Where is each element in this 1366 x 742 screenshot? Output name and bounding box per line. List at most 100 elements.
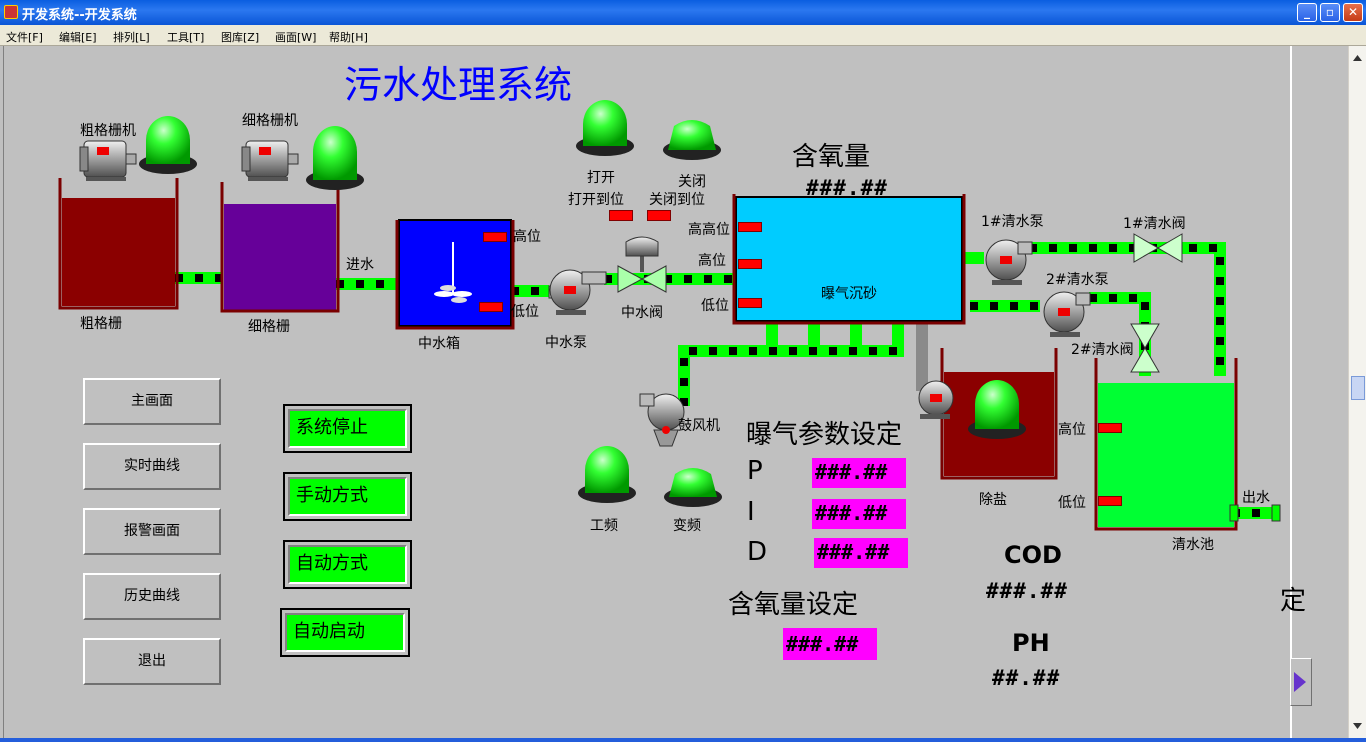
- open-lamp: [576, 100, 634, 156]
- process-diagram: [58, 100, 1281, 531]
- alarm-screen-button[interactable]: 报警画面: [83, 508, 221, 555]
- auto-start-button[interactable]: 自动启动: [280, 608, 410, 657]
- middle-valve: [617, 236, 667, 293]
- close-lamp: [663, 120, 721, 160]
- scroll-thumb[interactable]: [1351, 376, 1365, 400]
- scroll-down-icon: [1353, 723, 1362, 729]
- close-label: 关闭: [678, 174, 706, 190]
- coarse-screen-machine-label: 粗格栅机: [80, 123, 136, 139]
- desalt-pump: [918, 380, 954, 419]
- middle-pump-label: 中水泵: [545, 335, 587, 351]
- i-value-field[interactable]: ###.##: [812, 499, 906, 529]
- oxygen-set-field[interactable]: ###.##: [783, 628, 877, 660]
- middle-tank-high-indicator: [483, 232, 507, 242]
- scada-canvas: 污水处理系统 粗格栅机 细格栅机 粗格栅 细格栅 进水 中水箱 高位 低位 中水…: [3, 46, 1290, 738]
- ph-value: ##.##: [992, 666, 1061, 690]
- clear-pool-label: 清水池: [1172, 537, 1214, 553]
- menu-library[interactable]: 图库[Z]: [221, 31, 260, 44]
- close-position-indicator: [647, 210, 671, 221]
- clear-pump-1-label: 1#清水泵: [981, 214, 1044, 230]
- cod-value: ###.##: [986, 579, 1068, 603]
- p-value-field[interactable]: ###.##: [812, 458, 906, 488]
- clear-pump-2-label: 2#清水泵: [1046, 272, 1109, 288]
- coarse-screen-motor: [79, 140, 137, 181]
- coarse-screen-label: 粗格栅: [80, 316, 122, 332]
- restore-button[interactable]: ▫: [1320, 3, 1340, 22]
- clear-valve-1: [1133, 233, 1183, 263]
- coarse-screen-tank: [58, 178, 179, 310]
- minimize-button[interactable]: _: [1297, 3, 1317, 22]
- scroll-up-icon: [1353, 55, 1362, 61]
- menu-file[interactable]: 文件[F]: [6, 31, 43, 44]
- power-freq-label: 工频: [590, 518, 618, 534]
- open-position-indicator: [609, 210, 633, 221]
- play-arrow-icon: [1294, 672, 1306, 692]
- oxygen-value: ###.##: [806, 176, 888, 200]
- coarse-machine-lamp: [139, 116, 197, 174]
- ph-label: PH: [1012, 629, 1050, 657]
- aeration-high-label: 高位: [698, 253, 726, 269]
- menu-bar: 文件[F] 编辑[E] 排列[L] 工具[T] 图库[Z] 画面[W] 帮助[H…: [0, 25, 1366, 46]
- clear-valve-2: [1130, 323, 1160, 373]
- open-position-label: 打开到位: [568, 192, 624, 208]
- window-title: 开发系统--开发系统: [22, 8, 137, 23]
- blower-icon: [639, 393, 685, 447]
- clear-pool-low-label: 低位: [1058, 495, 1086, 511]
- open-label: 打开: [587, 170, 615, 186]
- middle-tank-low-indicator: [479, 302, 503, 312]
- clear-pool-low-indicator: [1098, 496, 1122, 506]
- middle-tank-low-label: 低位: [511, 304, 539, 320]
- clear-valve-1-label: 1#清水阀: [1123, 216, 1186, 232]
- fine-screen-machine-label: 细格栅机: [242, 113, 298, 129]
- right-panel: 定: [1280, 46, 1348, 738]
- menu-edit[interactable]: 编辑[E]: [59, 31, 97, 44]
- close-position-label: 关闭到位: [649, 192, 705, 208]
- clear-pump-1: [985, 239, 1033, 285]
- exit-button[interactable]: 退出: [83, 638, 221, 685]
- desalt-lamp: [968, 380, 1026, 439]
- right-panel-cut-text: 定: [1280, 586, 1307, 616]
- var-freq-label: 变频: [673, 518, 701, 534]
- manual-mode-label: 手动方式: [288, 477, 407, 516]
- right-panel-arrow-button[interactable]: [1290, 658, 1312, 706]
- aeration-high-indicator: [738, 259, 762, 269]
- aeration-hh-indicator: [738, 222, 762, 232]
- auto-start-label: 自动启动: [285, 613, 405, 652]
- middle-valve-label: 中水阀: [621, 305, 663, 321]
- auto-mode-button[interactable]: 自动方式: [283, 540, 412, 589]
- clear-pool-high-label: 高位: [1058, 422, 1086, 438]
- fine-screen-label: 细格栅: [248, 319, 290, 335]
- manual-mode-button[interactable]: 手动方式: [283, 472, 412, 521]
- system-stop-label: 系统停止: [288, 409, 407, 448]
- clear-pump-2: [1043, 291, 1091, 337]
- aeration-tank-label: 曝气沉砂: [821, 286, 877, 302]
- power-freq-lamp: [578, 446, 636, 503]
- realtime-curve-button[interactable]: 实时曲线: [83, 443, 221, 490]
- p-label: P: [747, 456, 763, 486]
- outlet-label: 出水: [1242, 490, 1270, 506]
- menu-help[interactable]: 帮助[H]: [329, 31, 368, 44]
- inlet-label: 进水: [346, 257, 374, 273]
- taskbar: [0, 738, 1366, 742]
- d-label: D: [747, 537, 768, 567]
- menu-tools[interactable]: 工具[T]: [167, 31, 205, 44]
- page-title: 污水处理系统: [344, 63, 573, 107]
- blower-label: 鼓风机: [678, 418, 720, 434]
- aeration-params-label: 曝气参数设定: [746, 420, 903, 450]
- auto-mode-label: 自动方式: [288, 545, 407, 584]
- main-screen-button[interactable]: 主画面: [83, 378, 221, 425]
- history-curve-button[interactable]: 历史曲线: [83, 573, 221, 620]
- middle-tank-label: 中水箱: [418, 336, 460, 352]
- system-stop-button[interactable]: 系统停止: [283, 404, 412, 453]
- fine-screen-motor: [241, 140, 299, 181]
- close-button[interactable]: ✕: [1343, 3, 1363, 22]
- vertical-scrollbar[interactable]: [1348, 46, 1366, 738]
- aeration-low-indicator: [738, 298, 762, 308]
- aeration-low-label: 低位: [701, 298, 729, 314]
- menu-arrange[interactable]: 排列[L]: [113, 31, 150, 44]
- clear-pool-high-indicator: [1098, 423, 1122, 433]
- menu-screen[interactable]: 画面[W]: [275, 31, 317, 44]
- d-value-field[interactable]: ###.##: [814, 538, 908, 568]
- fine-screen-tank: [220, 182, 340, 313]
- app-icon: [4, 5, 18, 19]
